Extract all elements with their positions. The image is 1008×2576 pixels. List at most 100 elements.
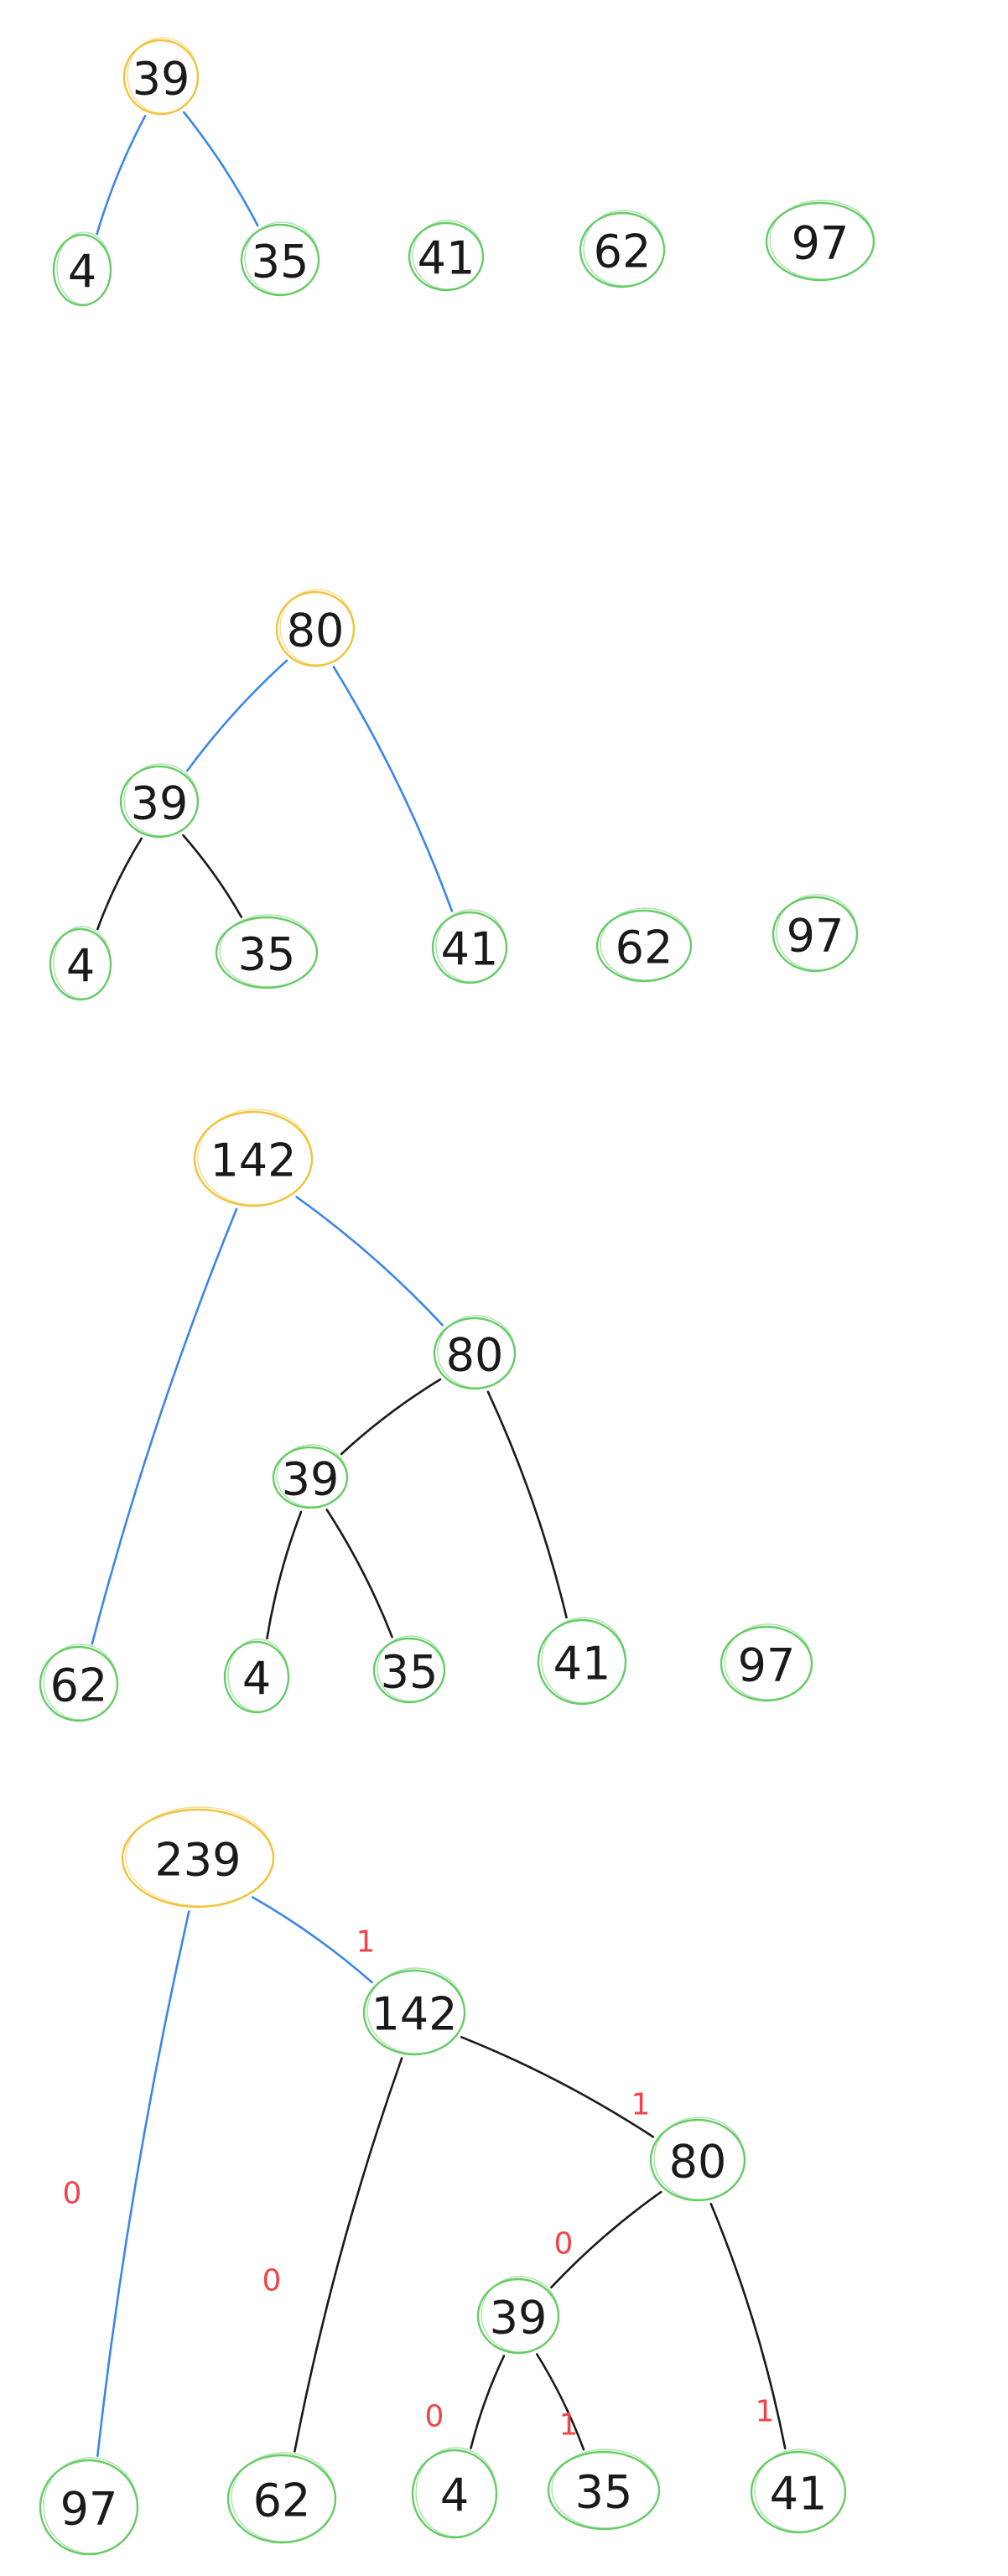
diagram-step-1: 39 4 35 41 62 97 (52, 37, 876, 307)
node-label-s4-n142: 142 (371, 1988, 457, 2041)
edge-s3-n142-to-s3-n62 (91, 1208, 238, 1645)
node-s4-n142: 142 (362, 1967, 466, 2056)
bit-label-s4-n142-to-s4-n80: 1 (631, 2088, 651, 2122)
node-circle-sketch (754, 2449, 846, 2532)
node-label-s1-n4: 4 (68, 246, 96, 299)
node-circle-sketch (276, 1444, 348, 1508)
node-label-s4-n80: 80 (669, 2136, 727, 2189)
node-s4-n239: 239 (121, 1806, 275, 1909)
bit-label-s4-n80-to-s4-n41: 1 (756, 2395, 775, 2429)
edge-s4-n80-to-s4-n41 (709, 2202, 787, 2450)
node-circle-sketch (653, 2116, 746, 2200)
node-label-s3-n41: 41 (553, 1638, 611, 1690)
edge-s3-n80-to-s3-n41 (486, 1390, 568, 1619)
node-label-s3-n62: 62 (50, 1659, 108, 1712)
node-label-s2-n4: 4 (66, 940, 95, 993)
node-s3-n142: 142 (193, 1109, 314, 1208)
node-label-s1-n97: 97 (792, 217, 850, 270)
node-label-s2-n97: 97 (787, 910, 844, 963)
diagram-step-4: 0 1 0 1 0 1 0 1 239 142 80 39 97 62 4 35 41 (39, 1806, 847, 2556)
edge-s2-n39-to-s2-n35 (182, 834, 243, 918)
node-circle-sketch (415, 2447, 497, 2537)
node-s4-n39: 39 (476, 2276, 560, 2355)
node-label-s2-n35: 35 (238, 928, 296, 981)
node-label-s4-n62: 62 (253, 2475, 311, 2527)
node-label-s3-n80: 80 (446, 1329, 504, 1382)
node-label-s2-n39: 39 (131, 777, 189, 830)
bit-label-s4-n39-to-s4-n35: 1 (559, 2408, 579, 2443)
node-circle-sketch (412, 220, 484, 290)
node-label-s1-n41: 41 (418, 232, 475, 285)
node-s3-n62: 62 (39, 1644, 119, 1722)
node-label-s2-n41: 41 (441, 923, 499, 976)
node-circle-sketch (481, 2276, 559, 2353)
edge-s4-n80-to-s4-n39 (550, 2190, 662, 2289)
edge-s4-n39-to-s4-n4 (470, 2355, 506, 2449)
node-circle-sketch (377, 1635, 445, 1702)
node-label-s3-n4: 4 (242, 1653, 271, 1706)
node-circle-sketch (583, 210, 665, 287)
edge-s2-n39-to-s2-n4 (96, 837, 143, 931)
node-s1-n4: 4 (52, 231, 112, 307)
node-circle-sketch (43, 2457, 138, 2554)
node-s2-n35: 35 (215, 914, 319, 989)
bit-label-s4-n142-to-s4-n62: 0 (262, 2264, 282, 2298)
node-label-s2-n80: 80 (287, 605, 345, 657)
node-label-s3-n142: 142 (210, 1135, 296, 1187)
node-circle-sketch (219, 914, 318, 988)
node-s4-n4: 4 (411, 2447, 498, 2539)
node-label-s3-n97: 97 (738, 1639, 796, 1692)
edge-s3-n142-to-s3-n80 (295, 1196, 444, 1327)
node-s2-n80: 80 (275, 589, 356, 667)
edge-s4-n142-to-s4-n80 (460, 2036, 655, 2138)
node-label-s1-n39: 39 (132, 53, 190, 106)
node-label-s2-n62: 62 (616, 922, 673, 974)
node-s2-n39: 39 (119, 763, 200, 839)
node-circle-sketch (435, 909, 507, 983)
node-circle-sketch (53, 926, 112, 1000)
node-circle-sketch (227, 1639, 289, 1712)
node-circle-sketch (600, 907, 692, 981)
edge-s1-n39-to-s1-n4 (96, 115, 147, 236)
node-label-s4-n97: 97 (60, 2483, 118, 2536)
bit-label-s4-n39-to-s4-n4: 0 (425, 2400, 444, 2434)
node-label-s3-n35: 35 (381, 1646, 439, 1699)
node-label-s4-n35: 35 (575, 2466, 633, 2519)
node-circle-sketch (769, 200, 875, 280)
node-label-s4-n39: 39 (490, 2292, 548, 2345)
node-s3-n97: 97 (720, 1623, 813, 1702)
node-circle-sketch (541, 1617, 626, 1704)
node-circle-sketch (127, 37, 199, 114)
node-circle-sketch (724, 1623, 813, 1701)
node-s3-n4: 4 (223, 1639, 290, 1714)
node-s3-n39: 39 (272, 1444, 349, 1509)
node-circle-sketch (244, 221, 320, 295)
node-s2-n62: 62 (595, 907, 693, 983)
node-s1-n35: 35 (240, 221, 320, 297)
bit-label-s4-n239-to-s4-n142: 1 (356, 1925, 376, 1960)
node-s1-n62: 62 (579, 210, 666, 288)
node-circle-sketch (366, 1967, 465, 2054)
node-circle-sketch (197, 1109, 313, 1206)
node-label-s4-n41: 41 (770, 2468, 828, 2521)
node-label-s3-n39: 39 (282, 1453, 340, 1506)
edge-s4-n239-to-s4-n142 (251, 1896, 373, 1984)
edge-s2-n80-to-s2-n39 (186, 659, 288, 772)
node-s3-n80: 80 (433, 1315, 517, 1390)
edge-s3-n39-to-s3-n35 (325, 1509, 393, 1639)
bit-label-s4-n80-to-s4-n39: 0 (554, 2227, 574, 2262)
node-label-s1-n35: 35 (252, 236, 309, 288)
node-circle-sketch (437, 1315, 516, 1389)
node-s1-n97: 97 (765, 200, 876, 282)
node-circle-sketch (125, 1806, 274, 1907)
edge-s3-n80-to-s3-n39 (340, 1378, 442, 1456)
diagram-step-3: 142 80 39 62 4 35 41 97 (39, 1109, 813, 1722)
bit-label-s4-n239-to-s4-n97: 0 (63, 2177, 82, 2211)
edge-s1-n39-to-s1-n35 (183, 111, 259, 227)
node-circle-sketch (231, 2452, 336, 2542)
node-s3-n35: 35 (372, 1635, 446, 1704)
edge-s2-n80-to-s2-n41 (332, 666, 454, 912)
diagram-step-2: 80 39 4 35 41 62 97 (49, 589, 859, 1001)
node-circle-sketch (56, 231, 112, 305)
node-label-s4-n4: 4 (440, 2470, 469, 2522)
